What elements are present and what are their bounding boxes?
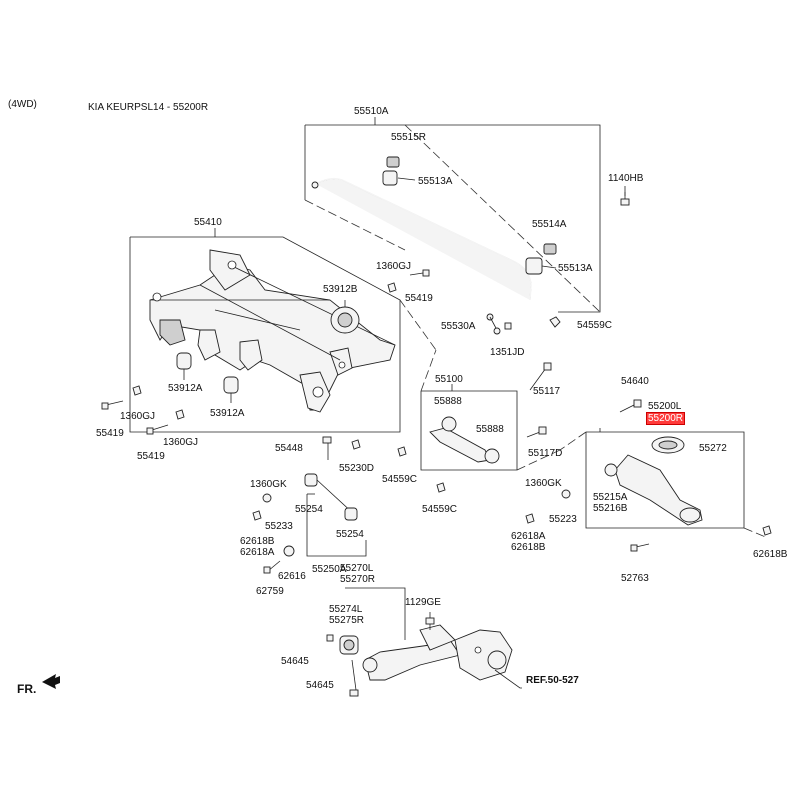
part-label-54559c-3[interactable]: 54559C <box>422 504 458 515</box>
bolt-55117d <box>526 426 547 438</box>
part-label-55888-1[interactable]: 55888 <box>434 396 462 407</box>
lower-arm-55100 <box>429 416 500 464</box>
part-label-55410[interactable]: 55410 <box>194 217 222 228</box>
part-label-53912a-2[interactable]: 53912A <box>210 408 245 419</box>
part-label-55272[interactable]: 55272 <box>699 443 727 454</box>
part-label-54645-1[interactable]: 54645 <box>281 656 309 667</box>
part-label-1129ge[interactable]: 1129GE <box>405 597 441 608</box>
nut-55223 <box>525 489 571 524</box>
part-label-62618b-3[interactable]: 62618B <box>753 549 788 560</box>
upper-arm-group <box>345 587 406 640</box>
ref-arrow <box>494 669 522 689</box>
part-label-55274l[interactable]: 55274L <box>329 604 363 615</box>
spring-arm-box <box>559 428 769 539</box>
catalog-title: KIA KEURPSL14 - 55200R <box>88 102 209 113</box>
part-label-55275r[interactable]: 55275R <box>329 615 365 626</box>
part-label-1360gj-2[interactable]: 1360GJ <box>120 411 156 422</box>
part-label-55888-2[interactable]: 55888 <box>476 424 504 435</box>
part-label-55254-1[interactable]: 55254 <box>295 504 323 515</box>
part-label-55270r[interactable]: 55270R <box>340 574 376 585</box>
knuckle <box>425 612 513 681</box>
part-label-1140hb[interactable]: 1140HB <box>608 173 644 184</box>
part-label-62618b-2[interactable]: 62618B <box>511 542 546 553</box>
part-label-55530a[interactable]: 55530A <box>441 321 476 332</box>
part-label-53912a-1[interactable]: 53912A <box>168 383 203 394</box>
front-direction-label: FR. <box>17 682 37 696</box>
bolt-55419-left <box>101 385 142 410</box>
bolt-55117 <box>529 362 552 391</box>
part-label-55215a[interactable]: 55215A <box>593 492 628 503</box>
bolt-54640 <box>619 399 642 413</box>
part-label-1360gj-1[interactable]: 1360GJ <box>376 261 412 272</box>
bushing-53912a-2 <box>223 376 239 403</box>
bolt-52763 <box>630 543 650 552</box>
part-label-55419-3[interactable]: 55419 <box>137 451 165 462</box>
part-label-62618a-1[interactable]: 62618A <box>240 547 275 558</box>
part-label-55250a[interactable]: 55250A <box>312 564 347 575</box>
part-label-55230d[interactable]: 55230D <box>339 463 375 474</box>
stabilizer-bushing-1 <box>382 156 416 186</box>
stabilizer-bushing-2 <box>525 243 557 275</box>
nuts-left-group <box>252 493 295 574</box>
part-label-55448[interactable]: 55448 <box>275 443 303 454</box>
part-label-54559c-1[interactable]: 54559C <box>577 320 613 331</box>
crossmember <box>149 249 396 413</box>
part-label-55117[interactable]: 55117 <box>533 386 561 397</box>
part-label-55200r-highlighted[interactable]: 55200R <box>645 412 686 425</box>
part-label-55510a[interactable]: 55510A <box>354 106 389 117</box>
part-label-55514a[interactable]: 55514A <box>532 219 567 230</box>
part-label-55100[interactable]: 55100 <box>435 374 463 385</box>
bolt-55419-bottom <box>146 409 185 435</box>
part-label-55233[interactable]: 55233 <box>265 521 293 532</box>
part-label-55515r[interactable]: 55515R <box>391 132 427 143</box>
lower-arm-box <box>420 349 561 471</box>
part-label-53912b[interactable]: 53912B <box>323 284 358 295</box>
part-label-55513a-2[interactable]: 55513A <box>558 263 593 274</box>
part-label-54645-2[interactable]: 54645 <box>306 680 334 691</box>
part-label-55223[interactable]: 55223 <box>549 514 577 525</box>
bushing-53912a-1 <box>176 352 192 380</box>
stabilizer-bar <box>311 177 532 301</box>
part-label-55419-2[interactable]: 55419 <box>96 428 124 439</box>
part-label-54559c-2[interactable]: 54559C <box>382 474 418 485</box>
nut-62618b-right <box>762 525 772 536</box>
part-label-1360gk-1[interactable]: 1360GK <box>250 479 287 490</box>
part-label-1351jd[interactable]: 1351JD <box>490 347 525 358</box>
part-label-55216b[interactable]: 55216B <box>593 503 628 514</box>
reference-link[interactable]: REF.50-527 <box>526 675 579 686</box>
bushing-53912b <box>330 300 360 334</box>
nut-54559c <box>397 446 446 493</box>
trailing-link-box <box>306 493 367 557</box>
part-label-62616[interactable]: 62616 <box>278 571 306 582</box>
part-label-55117d[interactable]: 55117D <box>528 448 563 459</box>
trailing-link <box>304 436 361 521</box>
bolt-1140hb <box>620 186 630 206</box>
stabilizer-link <box>486 313 561 335</box>
crossmember-box <box>129 228 437 433</box>
part-label-62618a-2[interactable]: 62618A <box>511 531 546 542</box>
part-label-52763[interactable]: 52763 <box>621 573 649 584</box>
bushing-55274 <box>326 634 359 697</box>
drive-type: (4WD) <box>8 99 37 110</box>
stabilizer-bar-box <box>304 117 601 313</box>
part-label-55200l[interactable]: 55200L <box>648 401 682 412</box>
part-label-54640[interactable]: 54640 <box>621 376 649 387</box>
part-label-55513a-1[interactable]: 55513A <box>418 176 453 187</box>
spring-arm-55200 <box>604 436 703 526</box>
part-label-62618b-1[interactable]: 62618B <box>240 536 275 547</box>
part-label-1360gj-3[interactable]: 1360GJ <box>163 437 199 448</box>
part-label-55254-2[interactable]: 55254 <box>336 529 364 540</box>
part-label-55270l[interactable]: 55270L <box>340 563 374 574</box>
part-label-55419-1[interactable]: 55419 <box>405 293 433 304</box>
bolt-55419-top <box>387 269 430 293</box>
part-label-62759[interactable]: 62759 <box>256 586 284 597</box>
front-arrow-icon <box>42 674 60 689</box>
part-label-1360gk-2[interactable]: 1360GK <box>525 478 562 489</box>
upper-arm <box>362 624 461 681</box>
